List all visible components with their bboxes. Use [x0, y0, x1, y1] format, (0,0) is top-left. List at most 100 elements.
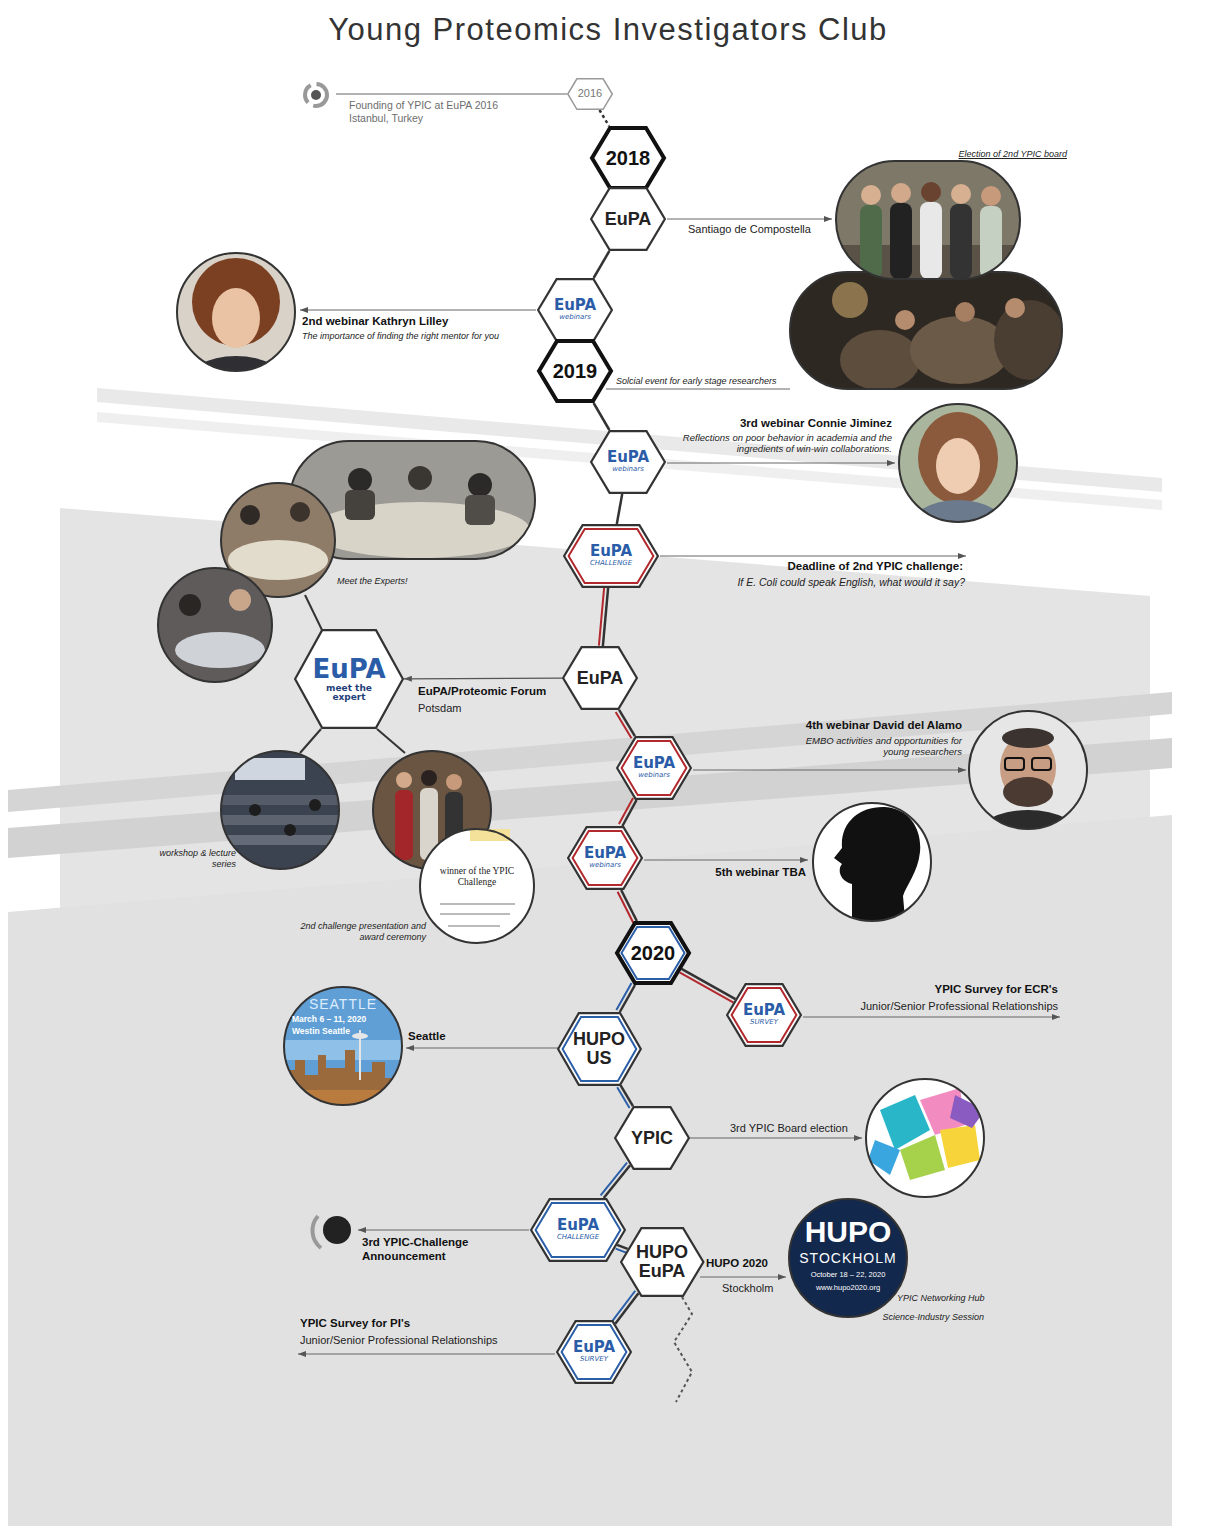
- node-text: EuPA: [633, 756, 675, 772]
- hexagon-shape: [568, 827, 642, 889]
- head: [408, 466, 432, 490]
- timeline-connector: [601, 1163, 631, 1198]
- text-line: [448, 925, 500, 927]
- hexagon-ring: [622, 927, 685, 979]
- hexagon-content: EuPASURVEY: [743, 1003, 785, 1026]
- annotation-label: 5th webinar TBA: [656, 866, 806, 880]
- timeline-hexagon: EuPAwebinars: [590, 430, 666, 494]
- logo-bg: [789, 1199, 907, 1317]
- hexagon-shape: [621, 1228, 703, 1296]
- photo-content: [898, 403, 1018, 560]
- photo-content: [834, 807, 920, 930]
- timeline-hexagon: EuPAwebinars: [537, 278, 613, 342]
- node-text: EuPA: [577, 669, 624, 688]
- connector-accent: [612, 1291, 635, 1322]
- graphic-content: [868, 1088, 985, 1180]
- annotation-label: 3rd YPIC Board election: [730, 1122, 870, 1135]
- timeline-hexagon: 2016: [567, 78, 613, 110]
- hexagon-ring: [622, 741, 687, 795]
- leader-line: [406, 1048, 558, 1049]
- photo-content: [157, 567, 273, 683]
- hexagon-content: 2018: [606, 148, 651, 169]
- founding-icon: [305, 84, 327, 106]
- head: [421, 770, 437, 786]
- node-text: webinars: [559, 314, 591, 321]
- photo-frame: [790, 272, 1062, 389]
- node-text: EuPA: [554, 298, 596, 314]
- annotation-label: Reflections on poor behavior in academia…: [677, 432, 892, 455]
- timeline-connector: [404, 678, 562, 680]
- node-text: EuPA: [743, 1003, 785, 1019]
- photo-frame: [866, 1079, 984, 1197]
- hexagon-content: EuPACHALLENGE: [590, 544, 632, 567]
- head: [981, 186, 1001, 206]
- photo-frame: [221, 751, 339, 869]
- hexagon-ring: [536, 1203, 621, 1257]
- annotation-label: EuPA/Proteomic Forum: [418, 685, 568, 699]
- connector-line: [604, 1165, 630, 1198]
- color-shape: [950, 1095, 985, 1128]
- timeline-connector: [594, 403, 610, 430]
- seat-row: [220, 835, 340, 845]
- node-text: EuPA: [590, 544, 632, 560]
- timeline-connector: [612, 1291, 638, 1324]
- hexagon-shape: [531, 1199, 625, 1261]
- timeline-hexagon: HUPO US: [557, 1012, 642, 1086]
- annotation-label: 3rd webinar Connie Jiminez: [672, 417, 892, 431]
- head: [955, 302, 975, 322]
- hexagon-ring: [573, 831, 638, 885]
- ground: [283, 1090, 403, 1106]
- head: [309, 799, 321, 811]
- leader-line: [358, 1230, 529, 1231]
- hair: [918, 412, 998, 504]
- head: [895, 310, 915, 330]
- annotation-label: YPIC Networking Hub: [897, 1293, 1007, 1304]
- annotation-label: workshop & lecture series: [156, 848, 236, 870]
- node-text: SURVEY: [580, 1356, 608, 1363]
- node-text: YPIC: [631, 1129, 673, 1148]
- connector-line: [404, 678, 562, 680]
- head: [1005, 298, 1025, 318]
- timeline-hexagon: EuPACHALLENGE: [563, 524, 659, 588]
- branch-line: [305, 595, 322, 630]
- hexagon-content: EuPAmeet the expert: [312, 656, 385, 701]
- hupo-logo: [789, 1199, 907, 1317]
- hexagon-content: EuPAwebinars: [607, 450, 649, 473]
- annotation-label: Westin Seattle: [292, 1026, 392, 1036]
- color-shape: [940, 1125, 980, 1168]
- node-text: EuPA: [584, 846, 626, 862]
- certificate-photo: [420, 829, 534, 943]
- hexagon-shape: [617, 923, 689, 983]
- sky: [283, 986, 403, 1106]
- connector-accent: [601, 1163, 627, 1196]
- space-needle: [352, 1033, 368, 1039]
- board-photo: [836, 161, 1020, 279]
- hexagon-content: 2020: [631, 943, 676, 964]
- connector-line: [617, 1245, 628, 1249]
- timeline-connector: [617, 1085, 633, 1108]
- timeline-connector: [680, 969, 736, 1003]
- annotation-label: The importance of finding the right ment…: [302, 331, 538, 342]
- photo-frame: [158, 568, 272, 682]
- head: [348, 468, 372, 492]
- hexagon-content: HUPO EuPA: [635, 1243, 689, 1281]
- photo-bg: [220, 750, 340, 870]
- annotation-label: 2nd webinar Kathryn Lilley: [302, 315, 532, 329]
- annotation-label: YPIC Survey for PI's: [300, 1317, 520, 1331]
- sky-light: [283, 1040, 403, 1060]
- annotation-label: STOCKHOLM: [793, 1250, 903, 1267]
- face: [212, 288, 260, 348]
- hexagon-content: EuPACHALLENGE: [557, 1218, 599, 1241]
- hexagon-shape: [539, 341, 611, 401]
- head: [290, 502, 310, 522]
- timeline-hexagon: EuPASURVEY: [556, 1320, 632, 1384]
- timeline-connector: [616, 983, 635, 1012]
- person: [920, 202, 942, 279]
- hexagon-content: EuPA: [577, 669, 624, 688]
- photo-frame: [420, 829, 534, 943]
- connector-line: [682, 969, 736, 999]
- shoulders: [908, 500, 1008, 560]
- color-shape: [900, 1135, 945, 1180]
- annotation-label: Meet the Experts!: [337, 576, 447, 587]
